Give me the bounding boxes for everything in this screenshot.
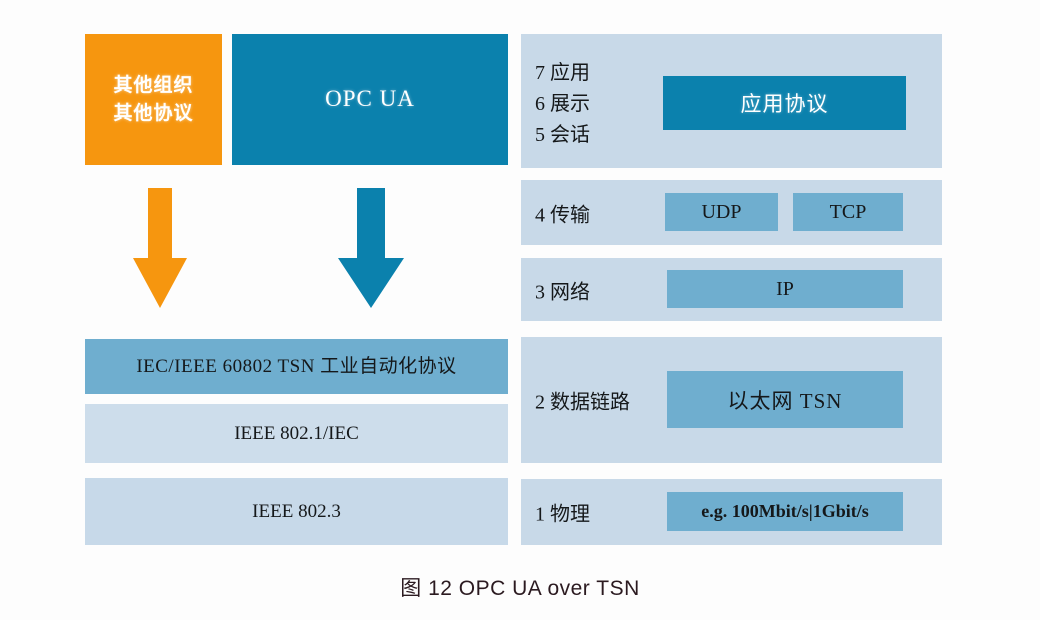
figure-caption: 图 12 OPC UA over TSN [400,577,640,600]
osi-panel-network: 3 网络 IP [521,258,942,321]
application-protocol-label: 应用协议 [740,92,829,116]
ip-box: IP [667,270,903,308]
application-protocol-box: 应用协议 [663,76,906,130]
tcp-box: TCP [793,193,903,231]
osi-layer-label-1: 1 物理 [535,503,590,526]
ip-label: IP [776,277,794,300]
ieee-802-3-label: IEEE 802.3 [252,500,341,522]
teal-down-arrow [338,188,404,308]
iec-ieee-60802-box: IEC/IEEE 60802 TSN 工业自动化协议 [85,339,508,394]
osi-layer-label-2: 2 数据链路 [535,391,630,414]
tcp-label: TCP [829,200,867,223]
other-organizations-box: 其他组织 其他协议 [85,34,222,165]
opc-ua-label: OPC UA [325,86,415,112]
other-organizations-label: 其他组织 其他协议 [113,74,194,124]
physical-speed-label: e.g. 100Mbit/s|1Gbit/s [701,501,869,521]
ieee-802-3-box: IEEE 802.3 [85,478,508,545]
ieee-802-1-label: IEEE 802.1/IEC [234,422,359,444]
ieee-802-1-box: IEEE 802.1/IEC [85,404,508,463]
opc-ua-box: OPC UA [232,34,508,165]
osi-layer-labels-567: 7 应用 6 展示 5 会话 [535,62,590,146]
udp-box: UDP [665,193,778,231]
orange-down-arrow [133,188,187,308]
osi-layer-label-4: 4 传输 [535,204,590,226]
ethernet-tsn-box: 以太网 TSN [667,371,903,428]
udp-label: UDP [701,200,742,223]
osi-layer-label-3: 3 网络 [535,281,590,303]
iec-ieee-60802-label: IEC/IEEE 60802 TSN 工业自动化协议 [136,355,457,377]
physical-speed-box: e.g. 100Mbit/s|1Gbit/s [667,492,903,531]
osi-panel-physical: 1 物理 e.g. 100Mbit/s|1Gbit/s [521,479,942,545]
osi-panel-data-link: 2 数据链路 以太网 TSN [521,337,942,463]
osi-panel-application: 7 应用 6 展示 5 会话 应用协议 [521,34,942,168]
ethernet-tsn-label: 以太网 TSN [727,388,843,413]
osi-panel-transport: 4 传输 UDP TCP [521,180,942,245]
